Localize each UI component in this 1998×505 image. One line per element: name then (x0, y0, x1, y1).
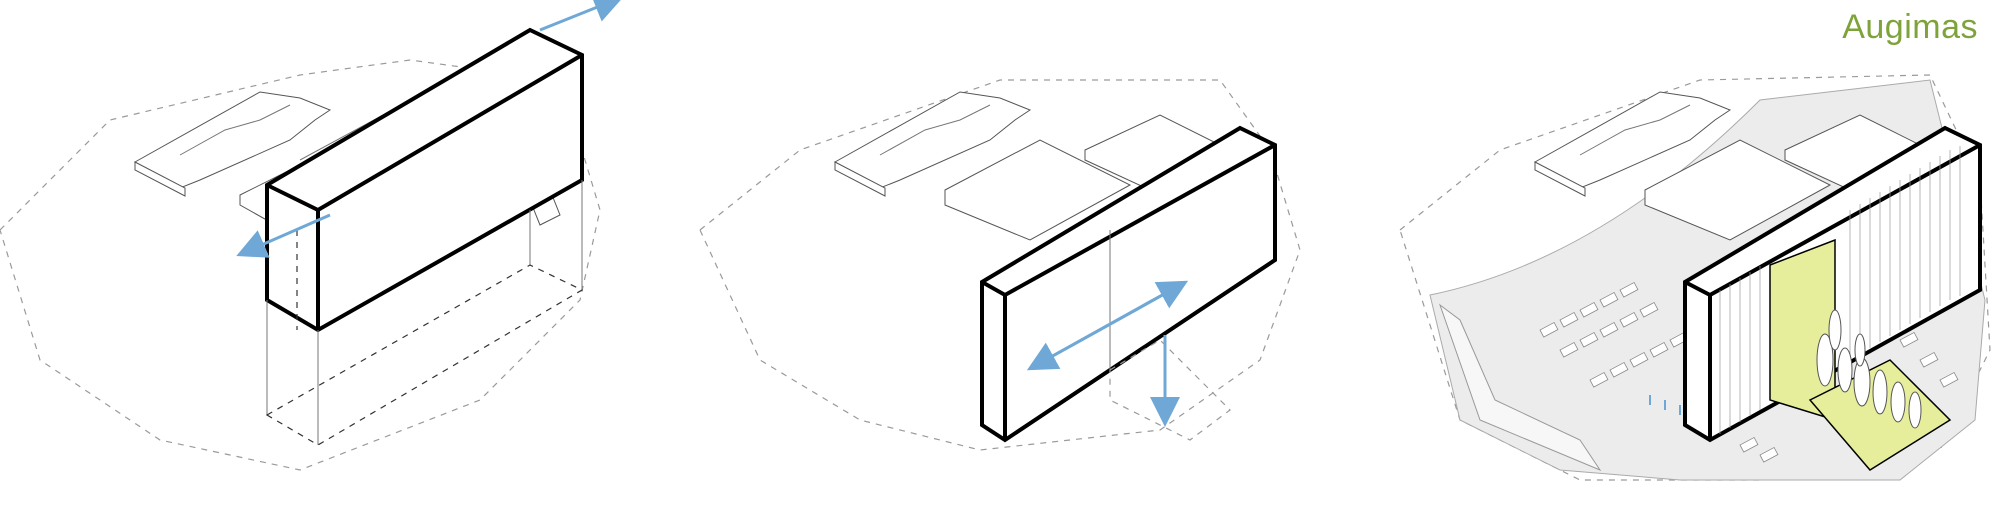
panel-1-diagram (0, 0, 624, 471)
panel-2-diagram (699, 79, 1301, 451)
diagram-title: Augimas (1842, 8, 1978, 46)
panel-3-diagram (1399, 74, 1991, 481)
